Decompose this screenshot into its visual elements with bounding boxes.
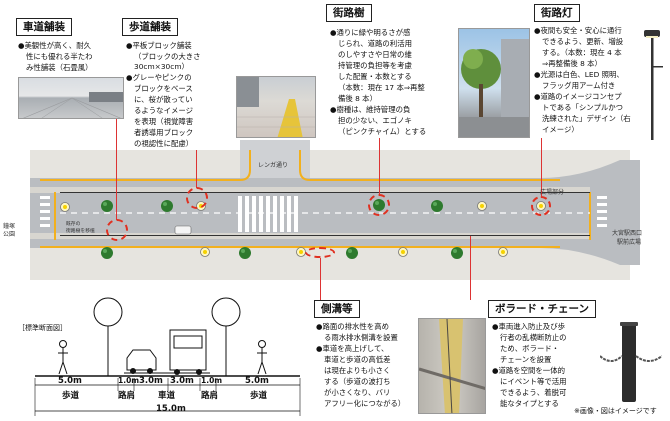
tree-icon: [239, 247, 251, 259]
gutters-text: ●路面の排水性を高め る雨水排水側溝を設置 ●車道を高上げして、 車道と歩道の高…: [316, 322, 416, 410]
leader-line: [541, 138, 542, 196]
roadway-paving-text: ●美観性が高く、耐久 性にも優れる半たわ み性舗装（石畳風）: [18, 41, 122, 74]
name-roadway: 車道: [158, 391, 176, 401]
name-shoulder-left: 路肩: [118, 391, 136, 401]
width-total: 15.0m: [156, 404, 186, 414]
street-lights-title: 街路灯: [534, 4, 580, 22]
street-trees-photo: [458, 28, 530, 138]
tree-icon: [161, 200, 173, 212]
width-lane-right: 3.0m: [170, 376, 194, 386]
map-label-omiya: 大宮駅西口: [612, 230, 643, 237]
street-light-icon: [477, 201, 487, 211]
street-light-icon: [200, 247, 210, 257]
name-shoulder-right: 路肩: [201, 391, 219, 401]
sidewalk-paving-photo: [236, 76, 316, 138]
bollards-title: ボラード・チェーン: [488, 300, 596, 318]
width-sidewalk-left: 5.0m: [58, 376, 82, 386]
roadway-paving-photo: [18, 77, 124, 119]
leader-line: [320, 258, 321, 300]
street-light-icon: [60, 202, 70, 212]
sidewalk-paving-text: ●平板ブロック舗装 （ブロックの大きさ 30cm×30cm） ●グレーやピンクの…: [126, 41, 236, 150]
width-shoulder-left: 1.0m: [118, 376, 140, 385]
highlight-ring-roadway: [106, 219, 128, 241]
map-label-renga: レンガ通り: [258, 162, 289, 169]
tree-icon: [431, 200, 443, 212]
street-light-icon: [296, 247, 306, 257]
street-light-icon: [398, 247, 408, 257]
section-title: ［標準断面図］: [18, 324, 67, 332]
leader-line: [470, 236, 471, 300]
sidewalk-paving-title: 歩道舗装: [122, 18, 178, 36]
name-sidewalk-right: 歩道: [250, 391, 268, 401]
name-sidewalk-left: 歩道: [62, 391, 80, 401]
cross-section-diagram: [34, 297, 301, 416]
street-lights-text: ●夜間も安全・安心に通行 できるよう、更新、増設 する。（本数：現在 4 本 ⇒…: [534, 26, 644, 136]
map-label-park2: 公園: [3, 231, 16, 238]
street-plan-map: [30, 140, 640, 280]
highlight-ring-light: [531, 196, 551, 216]
tree-icon: [451, 247, 463, 259]
roadway-paving-title: 車道舗装: [16, 18, 72, 36]
leader-line: [379, 138, 380, 195]
width-shoulder-right: 1.0m: [201, 376, 223, 385]
highlight-ring-tree: [368, 194, 390, 216]
image-note: ※画像・図はイメージです: [574, 407, 657, 415]
tree-icon: [101, 200, 113, 212]
width-sidewalk-right: 5.0m: [245, 376, 269, 386]
width-lane-left: 3.0m: [139, 376, 163, 386]
map-label-transplant-2: 街路樹を移植: [66, 229, 95, 234]
street-trees-text: ●通りに緑や明るさが感 じられ、道路の利活用 のしやすさや日常の維 持管理の負担…: [330, 28, 454, 138]
highlight-ring-sidewalk: [186, 187, 208, 209]
tree-icon: [346, 247, 358, 259]
map-label-park: 鐘塚: [3, 223, 16, 230]
street-light-icon: [498, 247, 508, 257]
bollard-illustration: [600, 322, 662, 402]
map-label-plaza: 広場部分: [540, 189, 565, 196]
leader-line: [196, 138, 197, 188]
leader-line: [116, 118, 117, 220]
highlight-ring-gutter: [305, 247, 335, 258]
bollards-text: ●車両進入防止及び歩 行者の乱横断防止の ため、ボラード・ チェーンを設置 ●道…: [492, 322, 592, 410]
street-trees-title: 街路樹: [326, 4, 372, 22]
gutters-photo: [418, 318, 486, 414]
street-light-pole-illustration: [644, 30, 663, 140]
gutters-title: 側溝等: [314, 300, 360, 318]
map-label-transplant-1: 既存の: [66, 222, 81, 227]
map-label-station-plaza: 駅前広場: [617, 239, 642, 246]
tree-icon: [101, 247, 113, 259]
